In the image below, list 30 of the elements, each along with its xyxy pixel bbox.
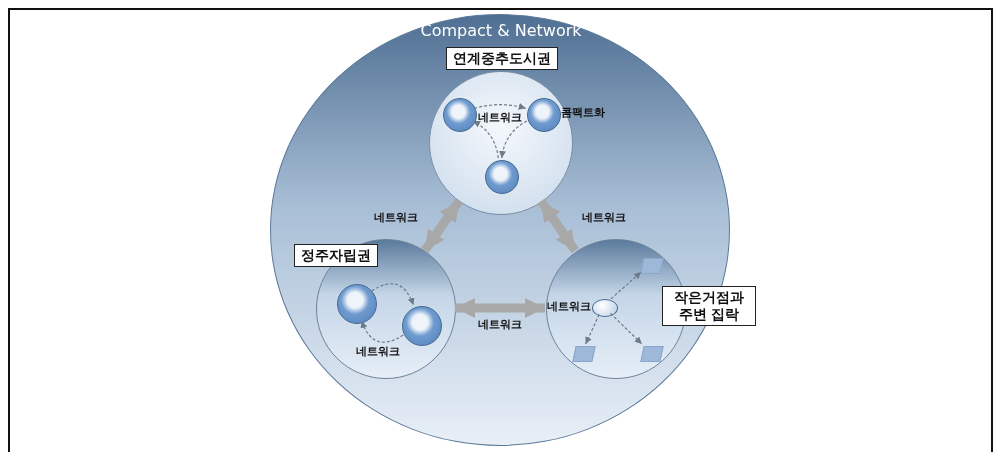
city-circle bbox=[527, 98, 561, 132]
dashed-arrow bbox=[585, 313, 600, 345]
heading-label: 정주자립권 bbox=[294, 244, 378, 267]
edge-label: 네트워크 bbox=[354, 344, 401, 358]
edge-label: 네트워크 bbox=[477, 111, 523, 125]
heading-label: 연계중추도시권 bbox=[446, 47, 558, 70]
edge-label: 네트워크 bbox=[477, 317, 523, 331]
circle-title: Compact & Network bbox=[420, 21, 582, 40]
double-arrow bbox=[455, 298, 545, 318]
heading-label: 작은거점과 주변 집락 bbox=[662, 286, 756, 326]
dashed-arrow bbox=[360, 320, 404, 343]
city-circle bbox=[485, 160, 519, 194]
dashed-arrow bbox=[472, 120, 499, 159]
settlement-square bbox=[572, 346, 596, 362]
dashed-arrow bbox=[610, 271, 642, 300]
edge-label: 네트워크 bbox=[373, 210, 420, 224]
settlement-square bbox=[640, 346, 664, 362]
dashed-arrow bbox=[473, 103, 527, 110]
settlement-square bbox=[640, 258, 664, 274]
center-oval bbox=[592, 299, 618, 317]
node-caption: 네트워크 bbox=[546, 300, 592, 313]
city-circle bbox=[337, 284, 377, 324]
dashed-arrow bbox=[371, 283, 415, 306]
dashed-arrow bbox=[499, 120, 528, 159]
edge-label: 네트워크 bbox=[580, 210, 627, 224]
double-arrow bbox=[421, 198, 463, 254]
city-circle bbox=[443, 98, 477, 132]
double-arrow bbox=[537, 198, 579, 254]
dashed-arrow bbox=[609, 312, 643, 345]
city-circle bbox=[402, 306, 442, 346]
